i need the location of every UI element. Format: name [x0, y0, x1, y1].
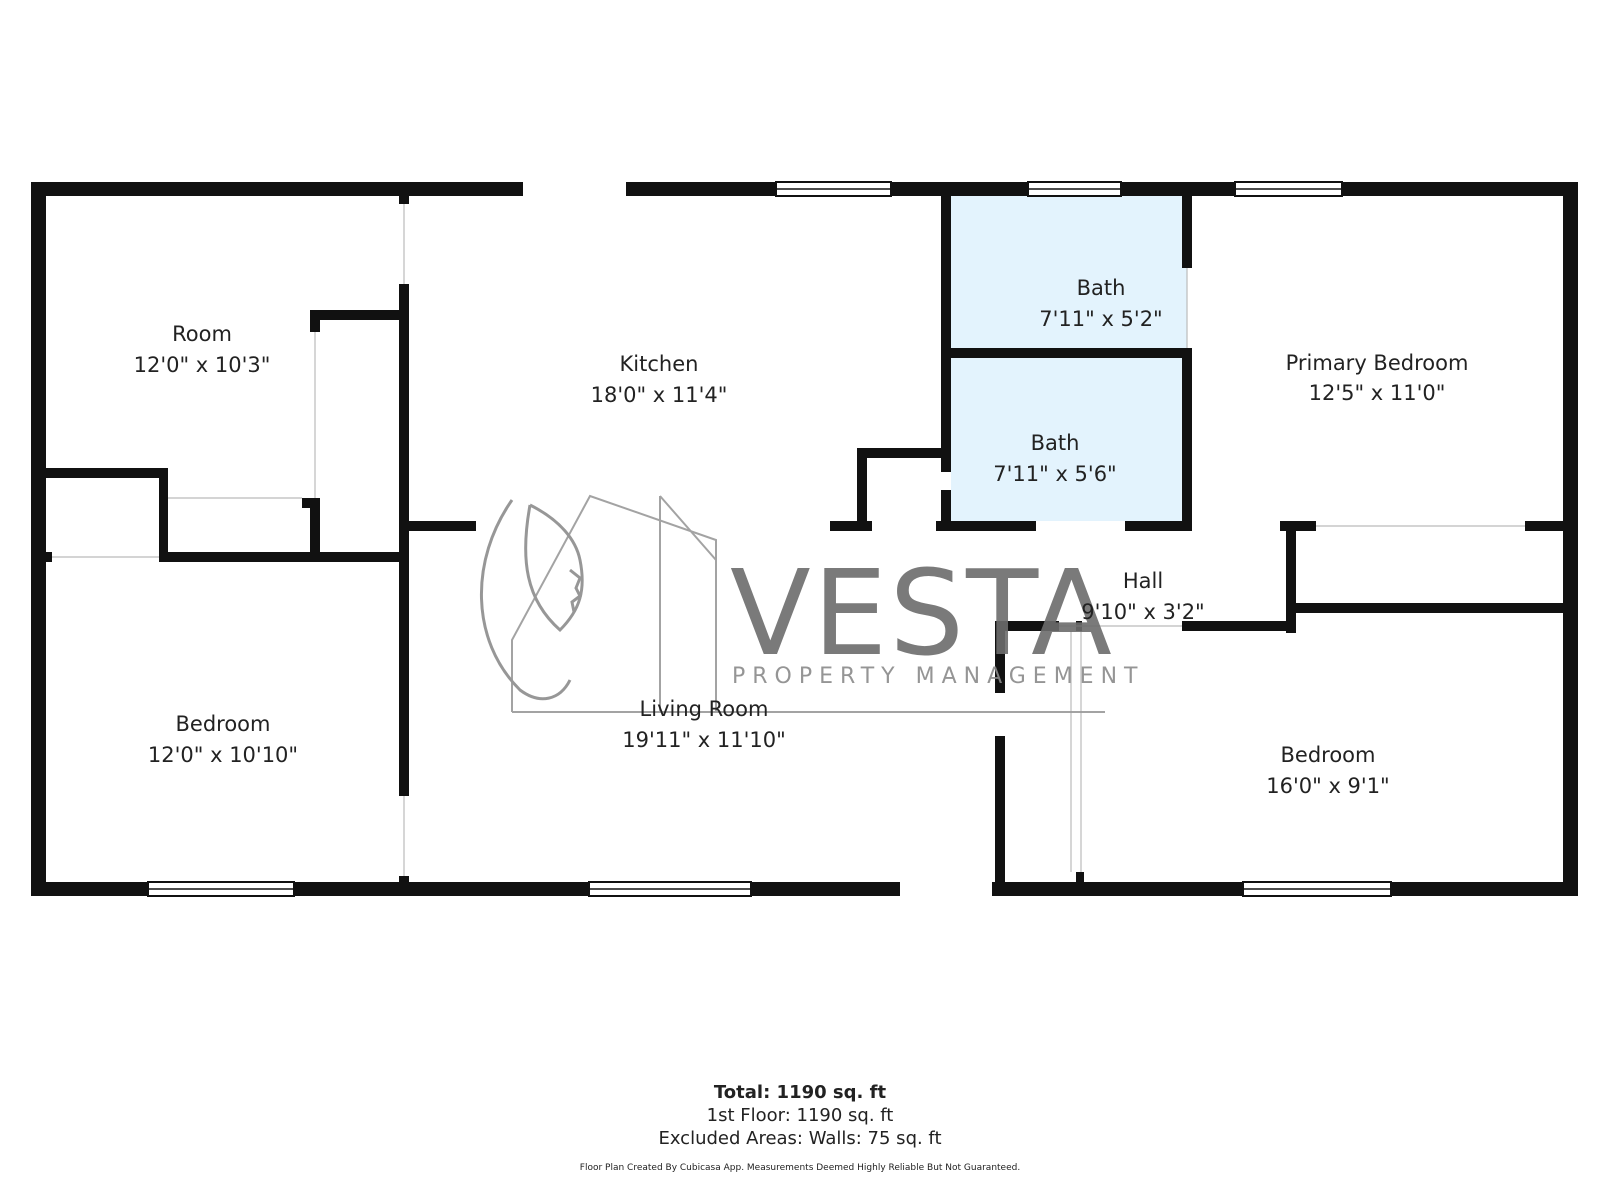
footer-total: Total: 1190 sq. ft	[713, 1082, 887, 1103]
bath-lower-fill	[951, 358, 1187, 521]
room-name-bath-upper: Bath	[1077, 276, 1126, 300]
room-dims-bath-upper: 7'11" x 5'2"	[1039, 307, 1162, 331]
room-name-bedroom-left: Bedroom	[176, 712, 271, 736]
room-name-bath-lower: Bath	[1031, 431, 1080, 455]
room-name-living-room: Living Room	[640, 697, 769, 721]
watermark-subtitle: PROPERTY MANAGEMENT	[732, 664, 1144, 689]
openings	[147, 181, 1392, 897]
room-dims-living-room: 19'11" x 11'10"	[622, 728, 786, 752]
bath-upper-fill	[951, 196, 1187, 350]
footer-credit: Floor Plan Created By Cubicasa App. Meas…	[579, 1163, 1021, 1173]
room-labels: Room 12'0" x 10'3" Kitchen 18'0" x 11'4"…	[134, 276, 1469, 798]
footer-excluded-areas: Excluded Areas: Walls: 75 sq. ft	[658, 1128, 942, 1149]
room-dims-primary-bedroom: 12'5" x 11'0"	[1309, 381, 1446, 405]
room-name-kitchen: Kitchen	[620, 352, 699, 376]
room-dims-room: 12'0" x 10'3"	[134, 353, 271, 377]
watermark-title: VESTA	[730, 544, 1114, 682]
room-name-bedroom-right: Bedroom	[1281, 743, 1376, 767]
room-name-primary-bedroom: Primary Bedroom	[1286, 351, 1469, 375]
footer-first-floor: 1st Floor: 1190 sq. ft	[706, 1105, 894, 1126]
house-outline-icon	[511, 494, 1105, 713]
room-dims-bath-lower: 7'11" x 5'6"	[993, 462, 1116, 486]
woman-profile-icon	[479, 499, 584, 701]
room-dims-hall: 9'10" x 3'2"	[1081, 600, 1204, 624]
room-dims-bedroom-right: 16'0" x 9'1"	[1266, 774, 1389, 798]
watermark-logo: VESTA PROPERTY MANAGEMENT	[479, 494, 1144, 713]
door-lines	[52, 204, 1525, 876]
room-dims-bedroom-left: 12'0" x 10'10"	[148, 743, 298, 767]
room-name-hall: Hall	[1123, 569, 1163, 593]
interior-walls	[46, 196, 1563, 886]
room-dims-kitchen: 18'0" x 11'4"	[591, 383, 728, 407]
room-name-room: Room	[172, 322, 232, 346]
